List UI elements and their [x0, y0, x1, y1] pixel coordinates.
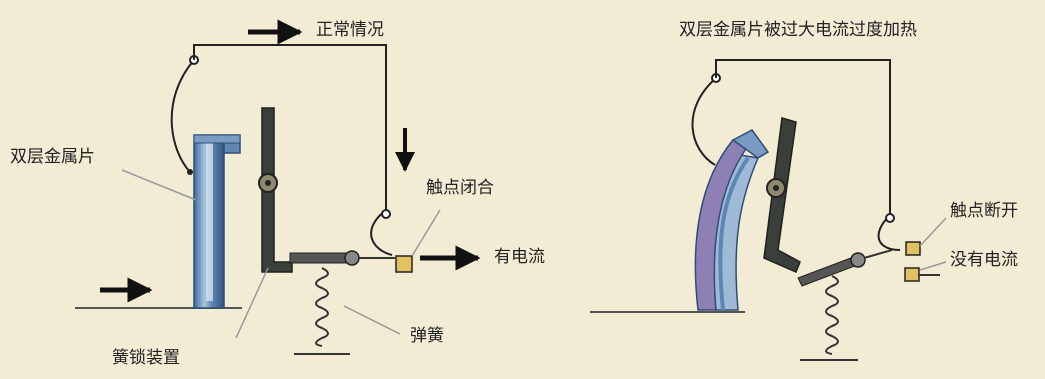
left-flex-wire — [170, 59, 195, 173]
left-latch-lever — [258, 107, 293, 273]
left-latch-label: 簧锁装置 — [112, 348, 180, 368]
right-spring — [800, 275, 858, 361]
right-contact-open-leader — [919, 217, 947, 247]
left-spring-leader — [343, 305, 401, 335]
right-contact-arm — [797, 249, 893, 287]
left-contact — [395, 255, 413, 273]
left-bimetal-leader — [121, 169, 197, 201]
left-spring — [294, 267, 350, 355]
right-bimetal-strip — [694, 129, 770, 311]
right-diagram — [590, 59, 947, 361]
left-latch-leader — [235, 267, 269, 339]
left-spring-label: 弹簧 — [410, 326, 444, 346]
right-flex-wire — [691, 77, 717, 166]
left-contact-leader — [411, 209, 441, 257]
right-current-label: 没有电流 — [950, 250, 1018, 270]
right-contact-lower — [904, 267, 920, 282]
left-current-label: 有电流 — [494, 247, 545, 267]
left-title: 正常情况 — [316, 20, 384, 40]
right-title: 双层金属片被过大电流过度加热 — [679, 20, 917, 40]
right-contact-upper — [905, 241, 921, 256]
left-diagram — [75, 19, 481, 355]
right-latch-lever — [763, 117, 801, 273]
left-bimetal-label: 双层金属片 — [10, 147, 95, 167]
right-contact-label: 触点断开 — [950, 201, 1018, 221]
left-contact-label: 触点闭合 — [426, 178, 494, 198]
left-contact-arm — [289, 252, 353, 264]
right-no-current-leader — [919, 261, 947, 271]
left-bimetal-strip — [193, 134, 241, 309]
